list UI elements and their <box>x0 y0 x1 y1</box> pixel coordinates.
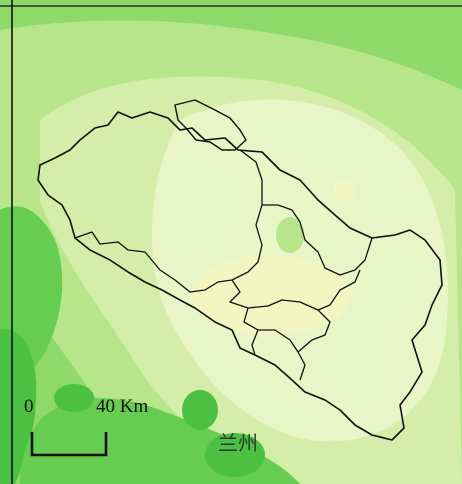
zone-spot-mid <box>276 217 304 253</box>
district-boundary-3 <box>229 269 361 311</box>
city-label-lanzhou: 兰州 <box>218 431 258 455</box>
region-boundary-north <box>174 99 247 151</box>
district-boundary-5 <box>297 309 331 353</box>
district-boundary-4 <box>243 307 306 381</box>
zone-yellowish-small <box>333 180 357 200</box>
scale-bar-start-label: 0 <box>24 396 34 417</box>
zone-yellowish <box>190 255 350 335</box>
district-boundary-1 <box>149 149 263 293</box>
region-boundary-outer <box>37 111 443 441</box>
district-boundary-2 <box>262 204 373 276</box>
scale-bar-end-label: 40 Km <box>96 396 148 417</box>
scale-bar <box>30 432 108 457</box>
zone-darkest-blob-2 <box>182 390 218 430</box>
zone-darkest-blob-3 <box>205 433 265 477</box>
district-boundary-6 <box>251 329 259 356</box>
district-boundary-7 <box>74 231 151 259</box>
zone-darkest-blob-1 <box>54 384 94 412</box>
